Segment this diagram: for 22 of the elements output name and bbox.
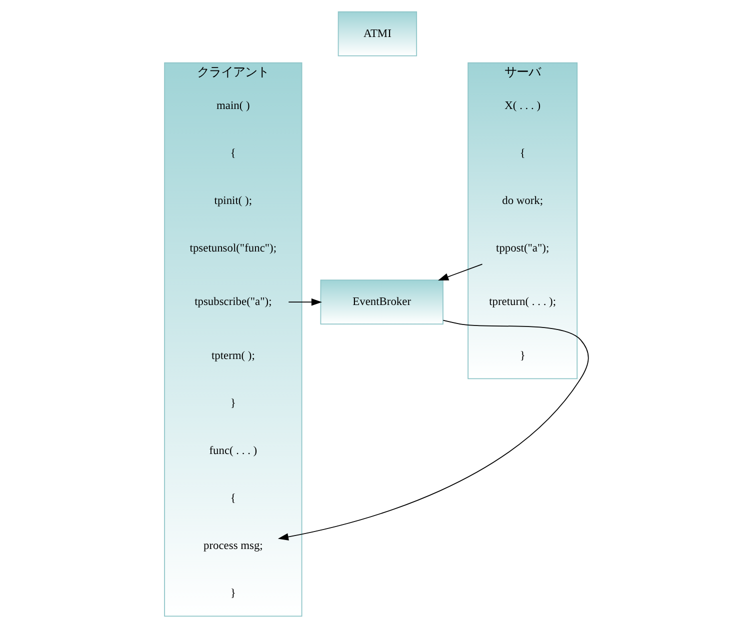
node-text: tpsetunsol("func");	[190, 242, 277, 254]
node-box: EventBroker	[320, 280, 444, 325]
node-text: process msg;	[204, 540, 263, 552]
node-box: ATMI	[338, 11, 418, 56]
node-text: do work;	[502, 194, 544, 207]
arrow	[288, 298, 322, 306]
node-text: tpreturn( . . . );	[489, 296, 556, 308]
node-text: tpsubscribe("a");	[194, 296, 272, 308]
node-text: main( )	[216, 100, 250, 112]
arrow	[278, 320, 589, 541]
node-text: }	[230, 397, 236, 410]
node-text: tpterm( );	[211, 350, 255, 362]
node-text: {	[230, 147, 236, 160]
node-text: }	[230, 587, 236, 600]
node-text: X( . . . )	[504, 100, 541, 112]
arrow	[438, 264, 483, 281]
node-text: {	[230, 492, 236, 504]
node-text: tppost("a");	[496, 242, 550, 254]
node-text: }	[520, 350, 526, 362]
node-text: tpinit( );	[214, 194, 252, 207]
node-text: {	[520, 147, 526, 160]
node-text: func( . . . )	[209, 444, 258, 457]
